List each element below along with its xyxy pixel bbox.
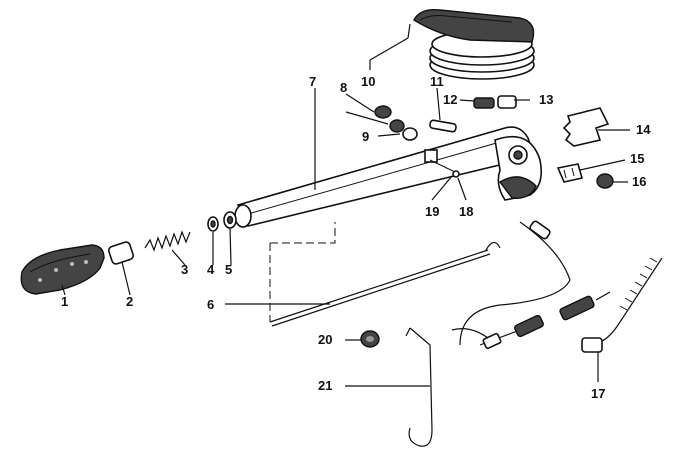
callout-11: 11: [430, 74, 444, 89]
callout-5: 5: [225, 262, 232, 277]
part-4-washer: [207, 216, 219, 232]
callout-10: 10: [361, 74, 375, 89]
callout-17: 17: [591, 386, 605, 401]
part-16-nut: [596, 173, 614, 189]
part-2-sleeve: [107, 241, 135, 265]
part-11-pin: [429, 119, 457, 133]
callout-18: 18: [459, 204, 473, 219]
part-15-clip: [556, 163, 584, 183]
callout-1: 1: [61, 294, 68, 309]
part-6-rod: [269, 222, 501, 327]
part-20-bushing: [360, 330, 380, 348]
part-9-washer: [402, 127, 418, 141]
part-12-bolt: [473, 97, 495, 109]
callout-4: 4: [207, 262, 215, 277]
callout-3: 3: [181, 262, 188, 277]
leader-lines: [61, 23, 630, 387]
callout-12: 12: [443, 92, 457, 107]
callout-8: 8: [340, 80, 347, 95]
part-7-lever: [234, 126, 543, 228]
callout-labels: 1 2 3 4 5 6 7 8 9 10 11 12 13 14 15 16 1…: [61, 74, 651, 401]
callout-6: 6: [207, 297, 214, 312]
part-1-grip: [20, 244, 105, 295]
part-5-washer: [223, 211, 237, 229]
callout-9: 9: [362, 129, 369, 144]
part-14-ratchet: [562, 107, 610, 147]
handbrake-cables: [451, 220, 611, 350]
callout-16: 16: [632, 174, 646, 189]
part-3-spring: [144, 230, 191, 252]
callout-20: 20: [318, 332, 332, 347]
callout-13: 13: [539, 92, 553, 107]
callout-2: 2: [126, 294, 133, 309]
part-10-boot: [413, 9, 535, 80]
callout-7: 7: [309, 74, 316, 89]
callout-19: 19: [425, 204, 439, 219]
part-13-nut: [497, 95, 517, 109]
callout-14: 14: [636, 122, 651, 137]
callout-15: 15: [630, 151, 644, 166]
part-17-cable-end: [581, 257, 663, 353]
part-8-nuts: [374, 105, 405, 133]
part-21-hook-rod: [405, 327, 433, 447]
callout-21: 21: [318, 378, 332, 393]
